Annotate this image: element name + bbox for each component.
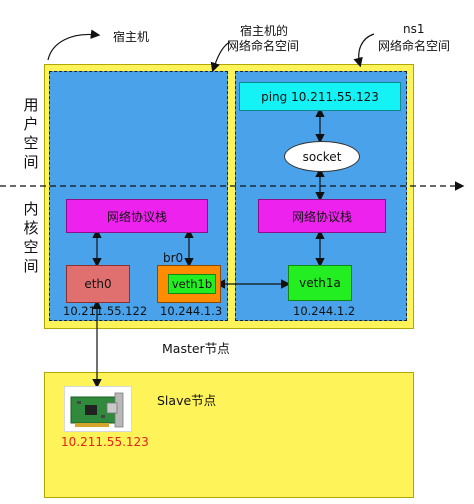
ns1-pointer-arrow	[353, 33, 375, 68]
ns1-label-line2: 网络命名空间	[378, 39, 451, 53]
slave-nic-ip: 10.211.55.123	[61, 435, 149, 449]
br0-label: br0	[163, 251, 184, 265]
host-pointer-arrow	[47, 29, 101, 61]
kernel-space-label: 内 核 空 间	[23, 200, 39, 275]
network-stack-left: 网络协议栈	[66, 199, 208, 233]
user-space-label: 用 户 空 间	[23, 96, 39, 171]
network-card-image	[64, 386, 132, 432]
ns1-label-line1: ns1	[403, 22, 425, 36]
network-stack-right: 网络协议栈	[258, 199, 386, 233]
eth0-ip: 10.211.55.122	[63, 304, 148, 318]
slave-node-label: Slave节点	[157, 393, 217, 408]
host-ns-pointer-arrow	[210, 41, 231, 73]
nic-icon	[70, 392, 124, 428]
host-ns-label-line2: 网络命名空间	[227, 39, 300, 53]
ping-command-box: ping 10.211.55.123	[239, 82, 401, 111]
veth1a-interface: veth1a	[288, 265, 352, 301]
br0-ip: 10.244.1.3	[160, 304, 223, 318]
master-node-label: Master节点	[162, 341, 230, 356]
host-ns-label-line1: 宿主机的	[240, 24, 289, 38]
veth1a-ip: 10.244.1.2	[293, 304, 356, 318]
socket-ellipse: socket	[284, 141, 360, 172]
host-label: 宿主机	[113, 30, 150, 44]
veth1b-interface: veth1b	[168, 274, 216, 294]
eth0-interface: eth0	[66, 265, 130, 303]
